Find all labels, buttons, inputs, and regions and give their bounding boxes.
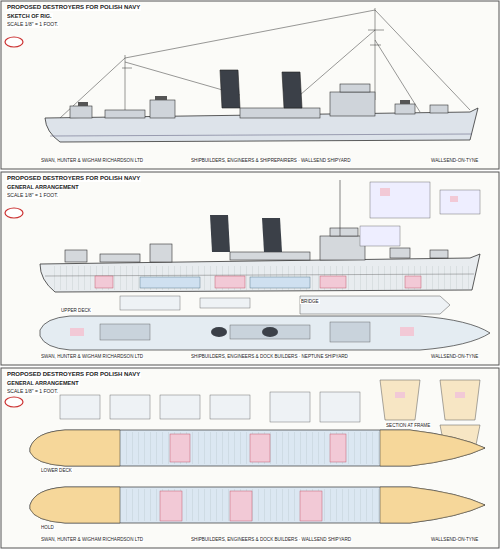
sheet-heading: SKETCH OF RIG. xyxy=(6,13,53,19)
drawing-label: SWAN, HUNTER & WIGHAM RICHARDSON LTD xyxy=(40,354,144,359)
drawing-label: SECTION AT FRAME xyxy=(385,423,431,428)
drawing-label: SCALE 1/8" = 1 FOOT. xyxy=(6,193,59,199)
drawing-label: HOLD xyxy=(40,525,55,530)
drawing-label: SCALE 1/8" = 1 FOOT. xyxy=(6,22,59,28)
drawing-label: UPPER DECK xyxy=(60,308,92,313)
drawing-label: WALLSEND-ON-TYNE xyxy=(430,158,479,163)
drawing-label: SHIPBUILDERS, ENGINEERS & SHIPREPAIRERS … xyxy=(190,158,351,163)
sheet-heading: PROPOSED DESTROYERS FOR POLISH NAVY xyxy=(6,4,141,11)
drawing-label: WALLSEND-ON-TYNE xyxy=(430,537,479,542)
drawing-label: BRIDGE xyxy=(300,299,320,304)
drawing-label: SHIPBUILDERS, ENGINEERS & DOCK BUILDERS … xyxy=(190,354,349,359)
drawing-label: SWAN, HUNTER & WIGHAM RICHARDSON LTD xyxy=(40,158,144,163)
sheet-heading: GENERAL ARRANGEMENT xyxy=(6,380,80,386)
sheet-heading: PROPOSED DESTROYERS FOR POLISH NAVY xyxy=(6,175,141,182)
sheet-heading: GENERAL ARRANGEMENT xyxy=(6,184,80,190)
drawing-label: SCALE 1/8" = 1 FOOT. xyxy=(6,389,59,395)
drawing-label: SWAN, HUNTER & WIGHAM RICHARDSON LTD xyxy=(40,537,144,542)
drawing-label: LOWER DECK xyxy=(40,468,73,473)
drawing-label: SHIPBUILDERS, ENGINEERS & DOCK BUILDERS … xyxy=(190,537,352,542)
drawing-label: WALLSEND-ON-TYNE xyxy=(430,354,479,359)
sheet-heading: PROPOSED DESTROYERS FOR POLISH NAVY xyxy=(6,371,141,378)
